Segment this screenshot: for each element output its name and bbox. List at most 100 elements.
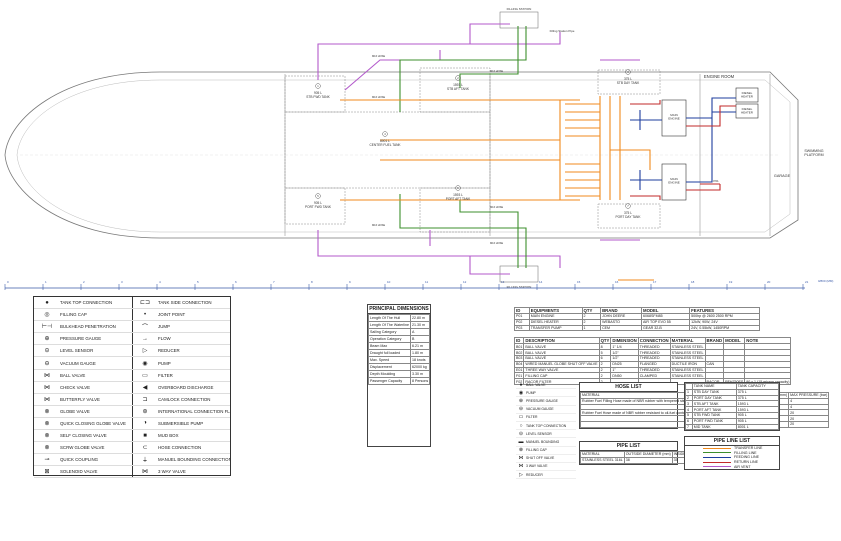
mini-legend-row: ⊝LEVEL SENSOR [516, 430, 576, 439]
table-cell: STAINLESS STEEL 316L [580, 456, 625, 464]
legend-row: ⊖VACUUM GAUGE [34, 357, 132, 370]
legend-label: FILTER [158, 372, 173, 378]
ruler-tick-label: 5 [197, 280, 199, 284]
table-cell: Length Of The Hull [368, 314, 411, 322]
coupling-icon: ⊸ [44, 457, 50, 464]
mini-legend-label: FILTER [526, 415, 538, 420]
tank-number-marker [625, 203, 631, 209]
mini-legend-label: MANUEL BOUNDING [526, 439, 560, 444]
table-cell: F02 [513, 378, 525, 385]
equipment-label-heater_2: HEATER [741, 111, 754, 115]
table-cell: P03 [514, 324, 530, 332]
filling-line [399, 26, 527, 268]
tank-number-marker [455, 75, 461, 81]
mini-legend-label: 3 WAY VALVE [526, 464, 548, 469]
legend-label: QUICK CLOSING GLOBE VALVE [60, 420, 126, 426]
tank-number: 3 [627, 70, 629, 74]
column-header: ID [513, 337, 525, 345]
mini-legend-label: VACUUM GAUGE [526, 407, 554, 412]
stb-day-tank [597, 69, 661, 95]
mudbox-icon: ■ [143, 432, 147, 439]
table-cell: 1.80 m [409, 349, 431, 357]
tank-number-marker [455, 185, 461, 191]
ruler-tick-label: 0 [7, 280, 9, 284]
hose-list-title: HOSE LIST [580, 383, 677, 392]
mini-legend-row: ▭FILTER [516, 414, 576, 422]
legend-label: HOSE CONNECTION [158, 445, 202, 451]
equipment-label-filling_station_top: FILLING STATION [507, 7, 532, 11]
equipment-label-main_engine_2: MAIN [670, 177, 678, 181]
equipment-label-filling_station_bottom: FILLING STATION [507, 285, 532, 289]
legend-label: CHECK VALVE [60, 384, 91, 390]
column-header: CONNECTION [637, 337, 671, 345]
camlock-icon: ⊐ [142, 396, 148, 403]
ball-icon: ⋈ [44, 372, 50, 379]
legend-label: BALL VALVE [60, 372, 86, 378]
ruler-tick-label: 11 [425, 280, 428, 284]
ruler-tick-label: 12 [463, 280, 467, 284]
tank-number: 6 [457, 186, 459, 190]
component-symbol-icon: ⋈ [518, 455, 524, 462]
mini-legend-label: FILLING CAP [526, 448, 547, 453]
column-header: DIMENSION [610, 337, 639, 345]
tank-number: 4 [384, 132, 386, 136]
tank-number: 1 [317, 84, 319, 88]
filling-station-top-box [499, 11, 539, 29]
main-engine-2-box [661, 163, 687, 201]
pipe-line-row: AIR VENT [685, 464, 779, 469]
equipment-label-filling_station_pipe: Filling Station Pipe [550, 29, 575, 33]
component-symbol-icon: ▭ [518, 414, 524, 421]
pipe-line-label: TRANSFER LINE [734, 446, 763, 451]
feeding-line [630, 97, 736, 190]
legend-row: ⋈ BALL VALVE [34, 370, 132, 382]
equipment-label-main_engine_2: ENGINE [668, 181, 680, 185]
table-cell: 6.21 m [409, 342, 431, 350]
diesel-heater-1-box [735, 87, 759, 103]
ruler-tick-label: 13 [501, 280, 505, 284]
component-symbol-icon: ▷ [519, 471, 523, 478]
table-cell: Max. Speed [368, 356, 411, 364]
table-cell: Length Of The Waterline [368, 321, 411, 329]
table-cell: Operation Category [368, 335, 411, 343]
tank-number-marker [382, 131, 388, 137]
pipe-line-label: AIR VENT [734, 464, 751, 469]
legend-label: GLOBE VALVE [60, 408, 90, 414]
pump-icon: ◉ [142, 360, 148, 367]
mini-legend-row: ⋈3 WAY VALVE [516, 463, 576, 472]
component-symbol-icon: ◉ [518, 389, 524, 396]
hose-icon: ⊂ [142, 445, 148, 452]
component-symbol-icon: ⊗ [518, 447, 524, 454]
qcglobe-icon: ⊗ [44, 420, 50, 427]
hull-outline [4, 71, 799, 239]
legend-label: MUD BOX [158, 433, 179, 439]
pipe-size-label: M16 HOSE [372, 54, 385, 58]
table-cell: Sailing Category [368, 328, 411, 336]
legend-row: ●TANK TOP CONNECTION [34, 297, 132, 310]
intl-icon: ⊛ [142, 408, 148, 415]
legend-row: ▷REDUCER [132, 345, 230, 358]
mini-legend-row: ⊕PRESSURE GAUGE [516, 397, 576, 406]
center-fuel-tank [284, 111, 491, 189]
side-icon: ⊏⊐ [139, 300, 151, 307]
symbol-legend: ●TANK TOP CONNECTION◎FILLING CAP⊢⊣BULKHE… [33, 296, 231, 479]
legend-row: ◀OVERBOARD DISCHARGE [132, 382, 230, 394]
legend-label: REDUCER [158, 348, 180, 354]
component-symbol-icon: ⊖ [518, 406, 524, 413]
garage-label: GARAGE [774, 174, 791, 178]
legend-label: 3 WAY VALVE [158, 469, 186, 475]
engine-room-label: ENGINE ROOM [704, 74, 735, 79]
table-cell: Displacement [368, 363, 411, 371]
mini-legend-row: ▬MANUEL BOUNDING [516, 438, 576, 447]
column-header: DESCRIPTION [523, 337, 600, 345]
legend-label: BUTTERFLY VALVE [60, 396, 100, 402]
